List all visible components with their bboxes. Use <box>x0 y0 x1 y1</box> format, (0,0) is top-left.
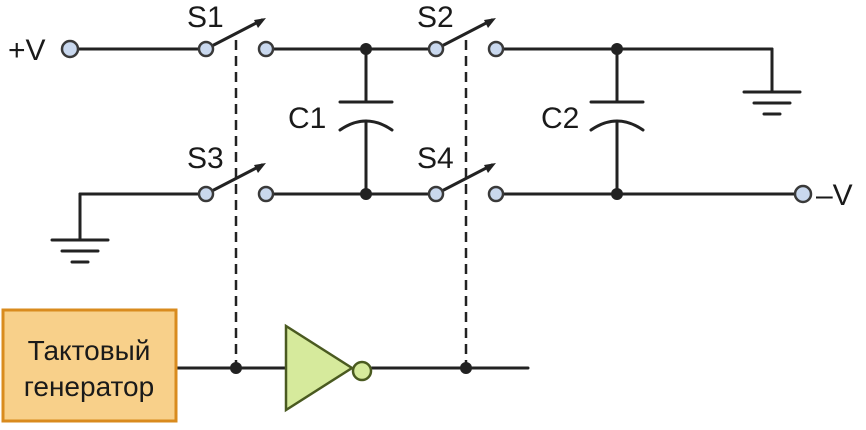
junction-dots <box>230 43 623 374</box>
clock-label-line2: генератор <box>24 371 154 402</box>
switch-s3 <box>204 163 266 196</box>
terminal-vplus <box>60 39 80 59</box>
bottom-rail <box>78 192 797 242</box>
clock-label-line1: Тактовый <box>28 335 151 366</box>
clock-generator-box: Тактовый генератор <box>1 308 178 423</box>
label-s4: S4 <box>417 142 454 175</box>
ground-symbol-right <box>742 90 802 116</box>
switch-s1 <box>204 18 266 51</box>
switch-s2 <box>434 18 496 51</box>
label-vplus: +V <box>8 34 46 67</box>
label-s2: S2 <box>417 1 454 34</box>
label-c1: C1 <box>288 102 326 135</box>
terminal-vminus <box>793 184 813 204</box>
ground-symbol-left <box>50 238 110 264</box>
label-vminus: –V <box>816 179 853 212</box>
terminals <box>60 39 813 204</box>
capacitor-c1 <box>338 47 394 196</box>
switch-s4 <box>434 163 496 196</box>
label-c2: C2 <box>541 102 579 135</box>
label-s1: S1 <box>187 1 224 34</box>
capacitor-c2 <box>589 47 645 196</box>
inverter <box>284 323 373 413</box>
top-rail <box>76 47 774 94</box>
label-s3: S3 <box>187 142 224 175</box>
